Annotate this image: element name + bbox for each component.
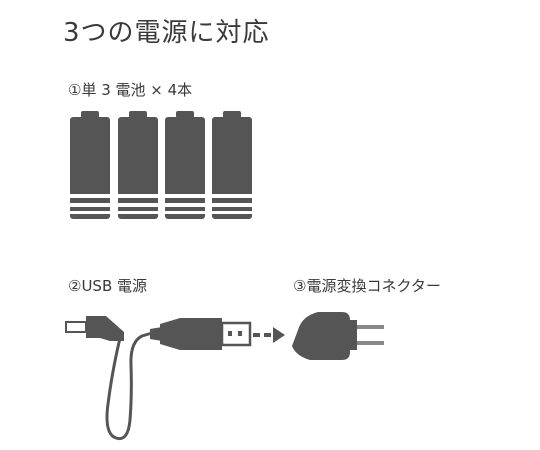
battery-option-label: ①単 3 電池 × 4本 [68, 81, 193, 99]
adapter-option-label: ③電源変換コネクター [293, 277, 441, 295]
aa-battery-icon [212, 111, 252, 219]
page-title: 3つの電源に対応 [63, 18, 270, 48]
aa-battery-icon [70, 111, 110, 219]
usb-cable-icon [65, 316, 252, 441]
usb-option-label: ②USB 電源 [68, 277, 148, 295]
ac-adapter-icon [292, 312, 384, 360]
aa-battery-icon [165, 111, 205, 219]
aa-battery-icon [118, 111, 158, 219]
battery-group [70, 111, 252, 219]
arrow-right-icon [253, 327, 285, 343]
